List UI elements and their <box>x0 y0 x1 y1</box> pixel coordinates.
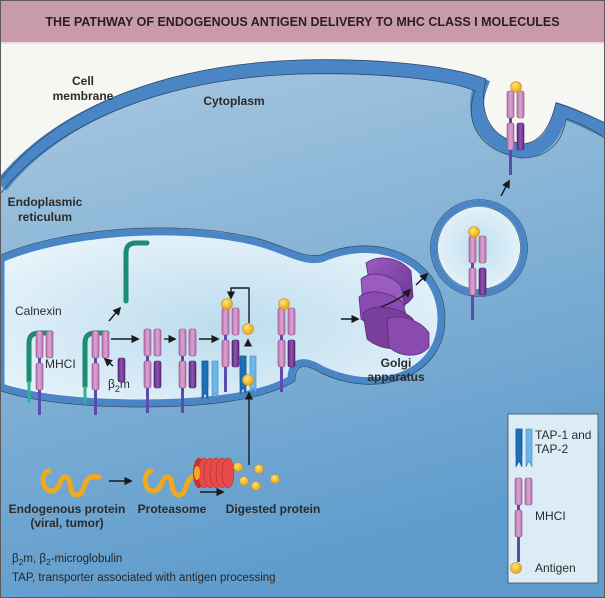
antigen <box>468 226 480 238</box>
calnexin-mhci-complex-2 <box>82 240 150 417</box>
label-cell-membrane-2: membrane <box>53 89 114 103</box>
golgi-apparatus <box>358 257 430 356</box>
legend-antigen-label: Antigen <box>535 561 576 575</box>
label-digested-protein: Digested protein <box>226 502 321 516</box>
label-cytoplasm: Cytoplasm <box>203 94 264 108</box>
antigen <box>278 298 290 310</box>
label-er-1: Endoplasmic <box>8 195 83 209</box>
label-er-2: reticulum <box>18 210 72 224</box>
b2m-molecule <box>117 357 126 383</box>
cell-membrane <box>1 59 604 191</box>
endogenous-protein <box>40 468 102 498</box>
transport-vesicle <box>430 199 528 321</box>
antigen <box>242 323 254 335</box>
label-cell-membrane-1: Cell <box>72 74 94 88</box>
calnexin-mhci-complex-1 <box>26 329 55 417</box>
legend-antigen-icon <box>510 562 522 574</box>
label-golgi-1: Golgi <box>381 356 412 370</box>
proteasome <box>193 457 235 489</box>
label-endogenous-protein-1: Endogenous protein <box>9 502 126 516</box>
label-endogenous-protein-2: (viral, tumor) <box>30 516 103 530</box>
digested-peptides <box>233 462 280 491</box>
footnote-b2m: β2m, β2-microglobulin <box>12 553 122 567</box>
legend-tap-label-1: TAP-1 and <box>535 428 591 442</box>
legend: TAP-1 and TAP-2 MHCI Antigen <box>507 413 599 584</box>
title-banner: THE PATHWAY OF ENDOGENOUS ANTIGEN DELIVE… <box>1 1 604 44</box>
label-calnexin: Calnexin <box>15 304 62 318</box>
label-mhci: MHCI <box>45 357 76 371</box>
footnote-tap: TAP, transporter associated with antigen… <box>12 572 276 584</box>
figure-title-text: THE PATHWAY OF ENDOGENOUS ANTIGEN DELIVE… <box>45 14 560 29</box>
released-calnexin <box>123 240 150 304</box>
label-proteasome: Proteasome <box>138 502 207 516</box>
antigen <box>510 81 522 93</box>
legend-mhci-label: MHCI <box>535 509 566 523</box>
antigen <box>242 374 254 386</box>
label-b2m: β2m <box>108 377 130 394</box>
legend-tap-label-2: TAP-2 <box>535 442 568 456</box>
label-golgi-2: apparatus <box>367 370 425 384</box>
antigen <box>221 298 233 310</box>
